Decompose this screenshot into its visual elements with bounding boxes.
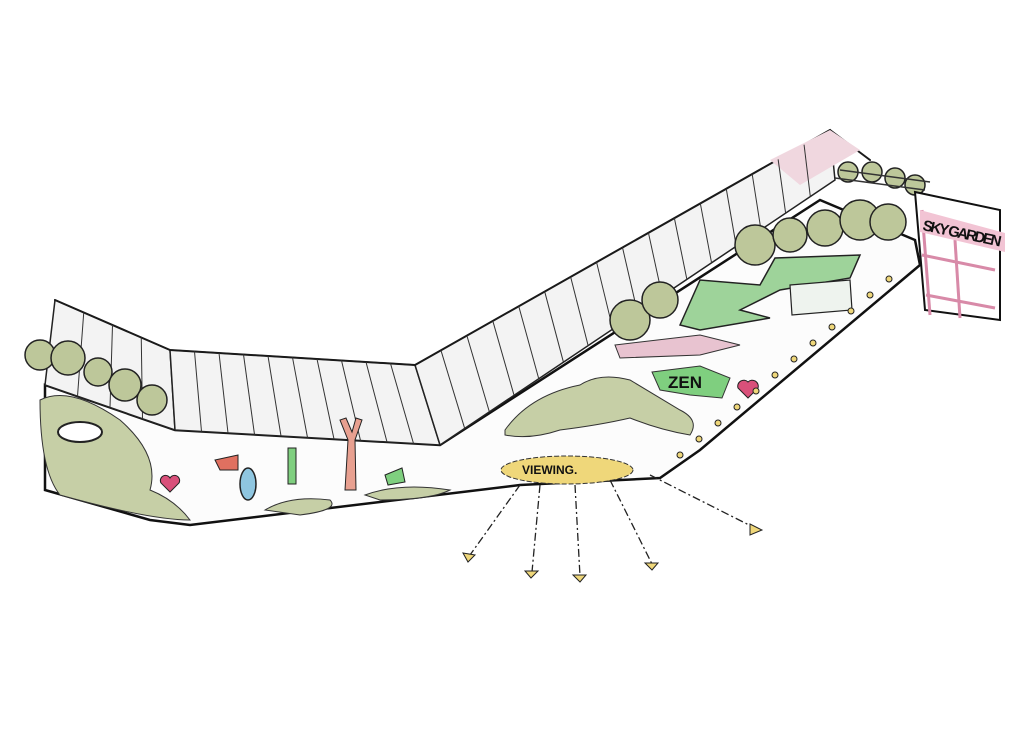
path-light <box>771 371 779 379</box>
right-tree-row <box>609 161 926 341</box>
mullion <box>777 159 787 214</box>
green-canopy-roof <box>678 254 862 331</box>
arrow-heads <box>462 523 764 583</box>
mullion <box>316 358 335 440</box>
path-light <box>790 355 798 363</box>
path-light <box>733 403 741 411</box>
green-seat <box>384 467 406 486</box>
view-arrows <box>469 474 756 577</box>
mullion <box>518 306 540 379</box>
zen-label: ZEN <box>668 373 702 392</box>
mullion <box>267 355 282 437</box>
blue-ring-sculpture <box>239 467 257 501</box>
path-light <box>809 339 817 347</box>
heart-icon <box>159 474 181 493</box>
path-light <box>695 435 703 443</box>
zen-garden <box>651 365 731 399</box>
mullion <box>673 218 688 280</box>
mullion <box>492 320 515 396</box>
path-light <box>676 451 684 459</box>
yellow-path-lights <box>676 275 893 459</box>
mullion <box>544 291 564 363</box>
path-light <box>885 275 893 283</box>
mullion <box>218 352 229 434</box>
front-planting <box>263 486 452 516</box>
path-light <box>847 307 855 315</box>
pink-roof-strip <box>770 130 860 185</box>
mullion <box>243 354 255 435</box>
mullion <box>570 276 589 346</box>
left-tree-row <box>24 339 168 416</box>
mullion <box>365 361 388 443</box>
figure-sculpture <box>339 417 363 491</box>
path-light <box>714 419 722 427</box>
central-planting-bed <box>504 376 694 438</box>
path-light <box>866 291 874 299</box>
left-pond <box>57 421 103 443</box>
mullion <box>194 351 202 432</box>
mullion <box>466 335 490 413</box>
mullion <box>292 357 308 438</box>
viewing-label: VIEWING. <box>522 463 577 477</box>
sky-garden-sign <box>920 210 1005 252</box>
mullion <box>440 350 466 429</box>
viewing-platform <box>500 455 634 485</box>
green-post <box>287 447 297 485</box>
pergola <box>834 169 931 191</box>
mullion <box>725 188 737 247</box>
heart-icon <box>737 379 759 399</box>
pink-bench <box>614 334 741 359</box>
glass-pavilion <box>789 279 853 316</box>
mullion <box>751 173 762 230</box>
mullion <box>390 363 414 444</box>
mullion <box>803 144 811 197</box>
path-light <box>752 387 760 395</box>
path-light <box>828 323 836 331</box>
red-seat <box>214 454 239 471</box>
mullion <box>699 203 713 263</box>
